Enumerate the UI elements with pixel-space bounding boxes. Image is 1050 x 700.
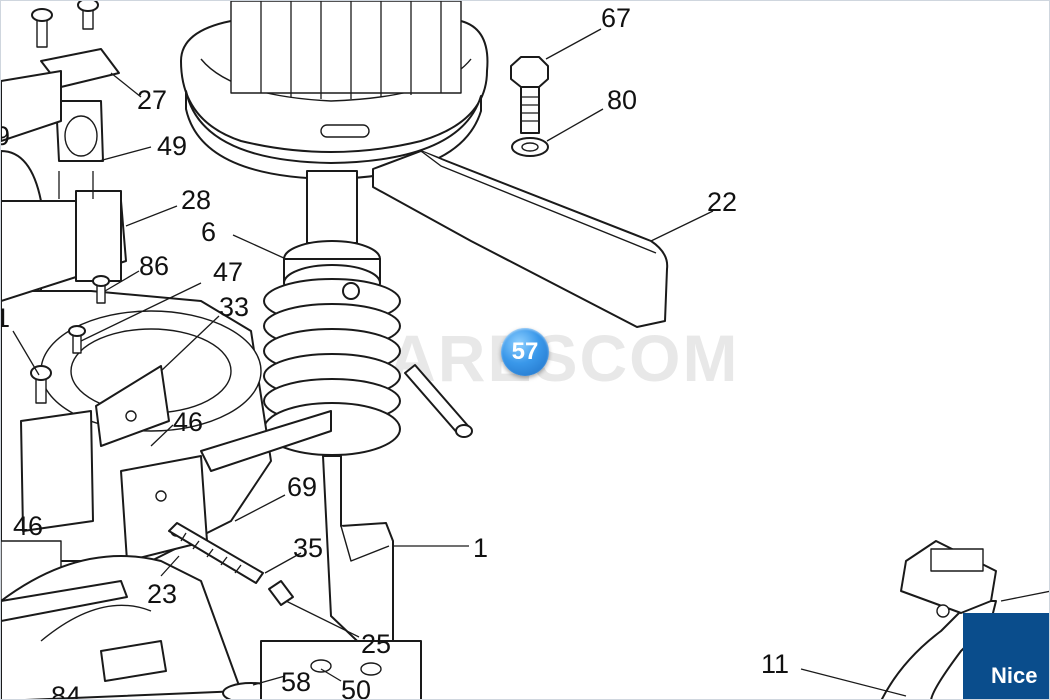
part-number-labels: 67 80 22 27 49 9 28 6 86 47 33 1 46 46 6…	[1, 3, 789, 700]
lower-gear-housing	[1, 555, 422, 699]
part-22-lever-arm	[372, 150, 669, 328]
label-22: 22	[707, 187, 737, 217]
label-84: 84	[51, 681, 81, 700]
label-11: 11	[761, 649, 789, 679]
label-46-top: 46	[173, 407, 203, 437]
part-67-bolt	[510, 56, 549, 134]
label-9: 9	[1, 121, 10, 151]
label-58: 58	[281, 667, 311, 697]
label-6: 6	[201, 217, 216, 247]
label-46-bottom: 46	[13, 511, 43, 541]
label-1-left: 1	[1, 303, 10, 333]
label-28: 28	[181, 185, 211, 215]
part-11-arm	[880, 540, 1049, 699]
label-80: 80	[607, 85, 637, 115]
label-1: 1	[473, 533, 488, 563]
label-69: 69	[287, 472, 317, 502]
nice-brand-logo: Nice	[963, 613, 1049, 699]
label-50: 50	[341, 675, 371, 700]
label-49: 49	[157, 131, 187, 161]
label-35: 35	[293, 533, 323, 563]
label-67: 67	[601, 3, 631, 33]
leader-lines	[12, 28, 907, 697]
part-25-pin	[268, 580, 294, 606]
part-1-bracket	[322, 455, 394, 657]
label-23: 23	[147, 579, 177, 609]
part-80-washer	[511, 137, 549, 157]
label-25: 25	[361, 629, 391, 659]
label-86: 86	[139, 251, 169, 281]
part-57-pin	[404, 364, 473, 438]
label-33: 33	[219, 292, 249, 322]
part-57-hotspot-button[interactable]: 57	[501, 328, 549, 376]
label-27: 27	[137, 85, 167, 115]
screws-left	[30, 1, 110, 404]
motor-assembly	[180, 1, 489, 180]
part-35-spring	[168, 522, 264, 584]
label-47: 47	[213, 257, 243, 287]
